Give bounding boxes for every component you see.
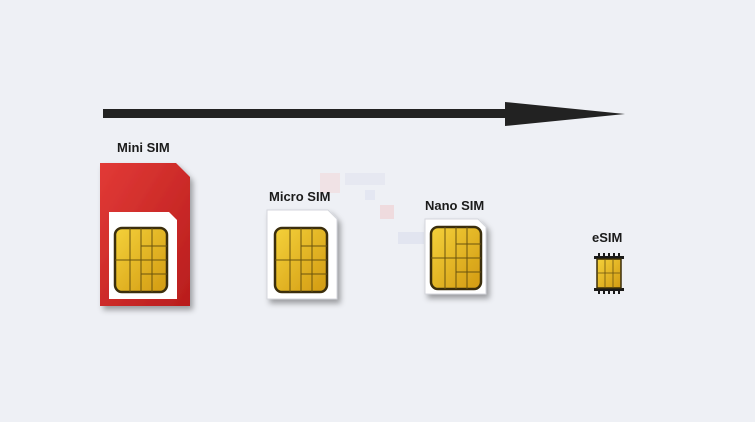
micro-sim-card [266, 209, 338, 300]
esim-label: eSIM [592, 230, 623, 245]
progression-arrow [103, 102, 625, 126]
micro-sim-label: Micro SIM [269, 189, 331, 204]
nano-sim-label: Nano SIM [425, 198, 485, 213]
mini-sim-card [100, 163, 190, 306]
watermark [320, 173, 424, 244]
nano-sim-card [424, 218, 487, 295]
esim-chip [594, 253, 624, 294]
mini-sim-label: Mini SIM [117, 140, 170, 155]
